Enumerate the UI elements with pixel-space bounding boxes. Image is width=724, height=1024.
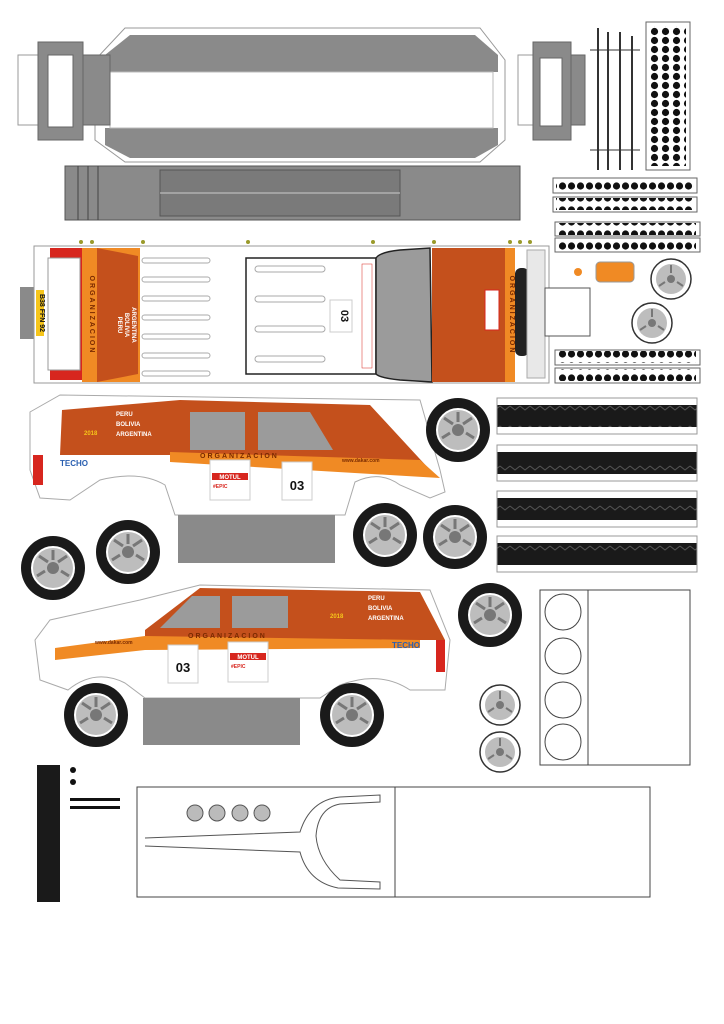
side1-organizacion-text: ORGANIZACION bbox=[200, 453, 279, 460]
car-side-view-left: 2018 PERU BOLIVIA ARGENTINA TECHO ORGANI… bbox=[34, 584, 451, 745]
wheel-backing-panel bbox=[539, 589, 691, 766]
car-side-view-right: 2018 PERU BOLIVIA ARGENTINA TECHO ORGANI… bbox=[29, 394, 446, 563]
side2-website: www.dakar.com bbox=[94, 640, 133, 646]
right-end-piece bbox=[517, 41, 586, 141]
side2-country-argentina: ARGENTINA bbox=[368, 616, 404, 622]
bottom-parts bbox=[37, 765, 651, 902]
light-bar-dots-rows bbox=[552, 177, 701, 384]
rear-country-argentina: ARGENTINA bbox=[130, 307, 136, 343]
side1-event-year: 2018 bbox=[84, 431, 98, 437]
side1-country-peru: PERU bbox=[116, 412, 133, 418]
side1-website: www.dakar.com bbox=[341, 458, 380, 464]
side-bar-piece bbox=[64, 165, 521, 221]
tire-treads bbox=[496, 397, 698, 573]
side2-motul-logo: MOTUL bbox=[237, 655, 259, 661]
side2-event-year: 2018 bbox=[330, 614, 344, 620]
side2-race-number: 03 bbox=[176, 660, 190, 675]
side2-epic-logo: #EPIC bbox=[231, 664, 246, 670]
side2-country-peru: PERU bbox=[368, 596, 385, 602]
roof-piece bbox=[94, 27, 506, 163]
side2-organizacion-text: ORGANIZACION bbox=[188, 633, 267, 640]
car-top-view: B38 FFN 92 ORGANIZACION PERU BOLIVIA ARG… bbox=[20, 240, 552, 384]
side1-country-bolivia: BOLIVIA bbox=[116, 422, 141, 428]
side1-race-number: 03 bbox=[290, 478, 304, 493]
rear-organizacion-text: ORGANIZACION bbox=[88, 276, 95, 355]
side1-epic-logo: #EPIC bbox=[213, 484, 228, 490]
side1-techo-logo: TECHO bbox=[60, 459, 88, 468]
rear-country-peru: PERU bbox=[116, 317, 122, 334]
small-parts bbox=[544, 258, 692, 344]
side2-techo-logo: TECHO bbox=[392, 641, 420, 650]
rear-license-plate: B38 FFN 92 bbox=[38, 294, 45, 332]
side1-country-argentina: ARGENTINA bbox=[116, 432, 152, 438]
roof-race-number: 03 bbox=[338, 310, 350, 322]
light-bar-dots-vertical bbox=[645, 21, 691, 171]
hood-organizacion-text: ORGANIZACION bbox=[508, 276, 515, 355]
side1-motul-logo: MOTUL bbox=[219, 475, 241, 481]
roof-rack-strips bbox=[590, 28, 640, 170]
side2-country-bolivia: BOLIVIA bbox=[368, 606, 393, 612]
left-end-piece bbox=[17, 41, 111, 141]
rear-country-bolivia: BOLIVIA bbox=[123, 313, 129, 338]
